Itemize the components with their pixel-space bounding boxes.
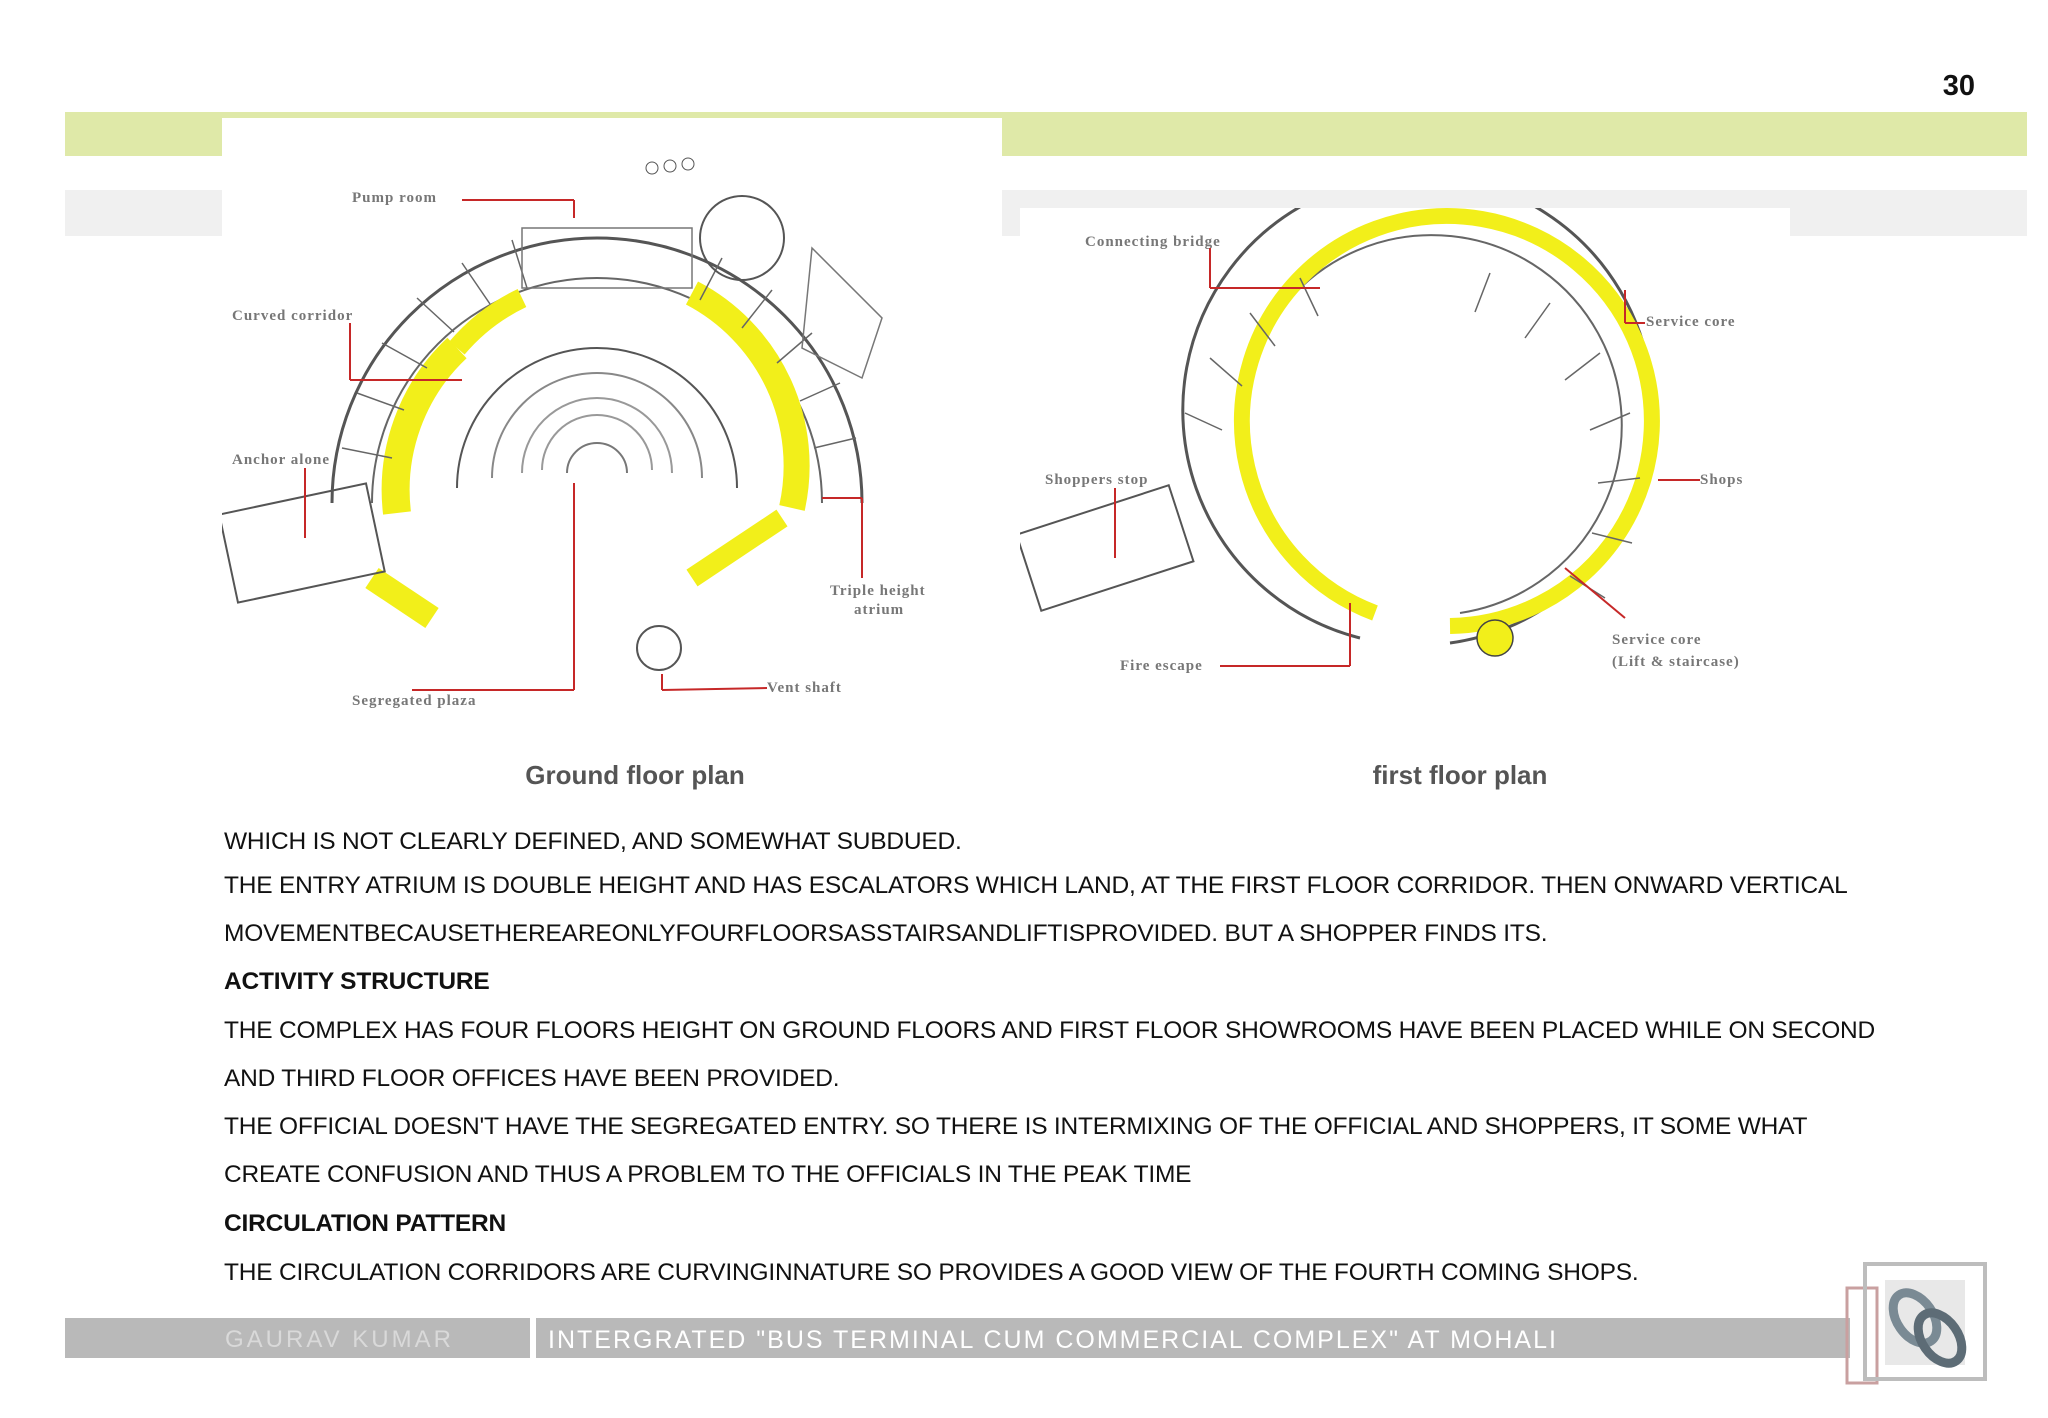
page-number: 30 [1942, 70, 1975, 102]
heading-circulation-pattern: CIRCULATION PATTERN [224, 1210, 507, 1237]
footer-divider [530, 1318, 536, 1358]
ground-floor-plan: Pump room Curved corridor Anchor alone S… [218, 118, 1002, 738]
ground-floor-drawing: Pump room Curved corridor Anchor alone S… [218, 157, 926, 709]
caption-ground-floor-plan: Ground floor plan [525, 760, 745, 790]
body-line-6: THE OFFICIAL DOESN'T HAVE THE SEGREGATED… [224, 1113, 1808, 1140]
body-line-3: MOVEMENTBECAUSETHEREAREONLYFOURFLOORSASS… [224, 920, 1548, 947]
first-floor-plan: Connecting bridge Service core Shoppers … [1015, 173, 1790, 738]
label-triple-height-atrium: atrium [854, 602, 904, 618]
chain-logo-icon [1845, 1258, 1990, 1388]
label-vent-shaft: Vent shaft [767, 680, 842, 696]
label-lift-staircase: (Lift & staircase) [1612, 654, 1740, 670]
label-shoppers-stop: Shoppers stop [1045, 472, 1148, 488]
label-fire-escape: Fire escape [1120, 658, 1203, 674]
footer-title: INTERGRATED "BUS TERMINAL CUM COMMERCIAL… [548, 1326, 1558, 1354]
body-line-1: WHICH IS NOT CLEARLY DEFINED, AND SOMEWH… [224, 828, 962, 855]
body-line-8: THE CIRCULATION CORRIDORS ARE CURVINGINN… [224, 1259, 1639, 1286]
heading-activity-structure: ACTIVITY STRUCTURE [224, 968, 490, 995]
body-line-5: AND THIRD FLOOR OFFICES HAVE BEEN PROVID… [224, 1065, 840, 1092]
label-triple-height: Triple height [830, 583, 926, 599]
caption-first-floor-plan: first floor plan [1372, 760, 1548, 790]
label-service-core: Service core [1646, 314, 1736, 330]
footer-bar [65, 1318, 1850, 1358]
label-connecting-bridge: Connecting bridge [1085, 234, 1221, 250]
label-shops: Shops [1700, 472, 1743, 488]
label-pump-room: Pump room [352, 190, 437, 206]
footer-author: GAURAV KUMAR [225, 1326, 454, 1353]
body-line-2: THE ENTRY ATRIUM IS DOUBLE HEIGHT AND HA… [224, 872, 1848, 899]
body-line-4: THE COMPLEX HAS FOUR FLOORS HEIGHT ON GR… [224, 1017, 1876, 1044]
label-segregated-plaza: Segregated plaza [352, 693, 476, 709]
body-line-7: CREATE CONFUSION AND THUS A PROBLEM TO T… [224, 1161, 1192, 1188]
label-curved-corridor: Curved corridor [232, 308, 353, 324]
first-floor-drawing: Connecting bridge Service core Shoppers … [1015, 173, 1743, 674]
label-service-core-lift: Service core [1612, 632, 1702, 648]
label-anchor-alone: Anchor alone [232, 452, 330, 468]
